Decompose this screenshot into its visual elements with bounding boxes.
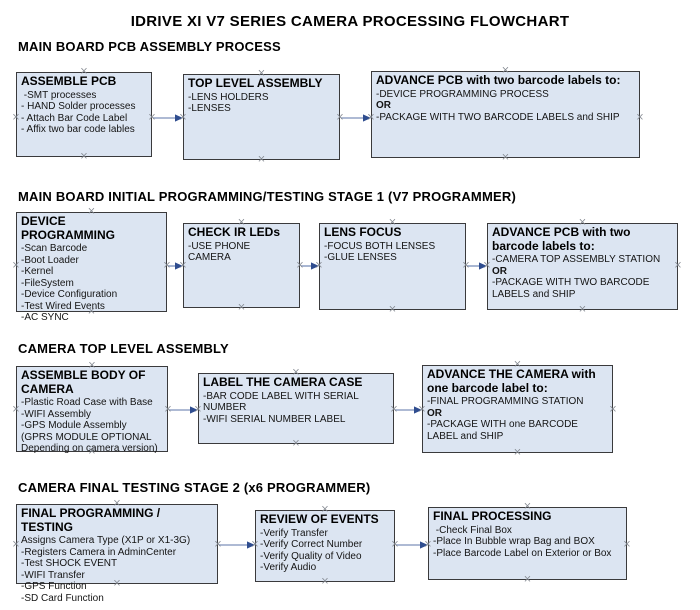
box-line: -Check Final Box bbox=[433, 524, 512, 536]
box-line: Assigns Camera Type (X1P or X1-3G) bbox=[21, 535, 191, 546]
box-line: - HAND Solder processes bbox=[21, 101, 136, 112]
box-line: -Registers Camera in AdminCenter bbox=[21, 546, 177, 558]
box-title: REVIEW OF EVENTS bbox=[260, 512, 379, 526]
box-title: DEVICE PROGRAMMING bbox=[21, 214, 115, 242]
box-line: -DEVICE PROGRAMMING PROCESS bbox=[376, 88, 549, 100]
box-line: -AC SYNC bbox=[21, 312, 69, 323]
section-heading-main-board-pcb-assembly-process: MAIN BOARD PCB ASSEMBLY PROCESS bbox=[18, 39, 281, 54]
flow-box-assemble-pcb: ASSEMBLE PCB -SMT processes- HAND Solder… bbox=[16, 72, 152, 157]
flow-box-review-of-events: REVIEW OF EVENTS-Verify Transfer-Verify … bbox=[255, 510, 395, 582]
box-title: FINAL PROCESSING bbox=[433, 509, 552, 523]
box-line: -Plastic Road Case with Base bbox=[21, 397, 153, 408]
flow-box-label-the-camera-case: LABEL THE CAMERA CASE-BAR CODE LABEL WIT… bbox=[198, 373, 394, 444]
box-title: LENS FOCUS bbox=[324, 225, 402, 239]
section-heading-camera-top-level-assembly: CAMERA TOP LEVEL ASSEMBLY bbox=[18, 341, 229, 356]
box-line: -Place In Bubble wrap Bag and BOX bbox=[433, 536, 595, 547]
box-line: -CAMERA TOP ASSEMBLY STATION bbox=[492, 254, 661, 265]
box-title: CHECK IR LEDs bbox=[188, 225, 281, 239]
box-title: ASSEMBLE PCB bbox=[21, 74, 117, 88]
box-line: -FINAL PROGRAMMING STATION bbox=[427, 396, 584, 407]
box-line: -Verify Correct Number bbox=[260, 539, 363, 550]
box-line: -Place Barcode Label on Exterior or Box bbox=[433, 547, 612, 559]
flow-arrow bbox=[169, 406, 198, 414]
box-title: ADVANCE PCB with two barcode labels to: bbox=[376, 73, 621, 87]
flow-box-advance-pcb-with-two-barcode-labels-to: ADVANCE PCB with two barcode labels to:-… bbox=[371, 71, 640, 158]
box-line: -PACKAGE WITH one BARCODE LABEL and SHIP bbox=[427, 419, 581, 442]
box-line: - Affix two bar code lables bbox=[21, 124, 135, 135]
box-line: -LENSES bbox=[188, 103, 231, 114]
box-title: ADVANCE THE CAMERA with one barcode labe… bbox=[427, 367, 596, 395]
box-line: -SD Card Function bbox=[21, 592, 104, 604]
flow-box-final-processing: FINAL PROCESSING -Check Final Box-Place … bbox=[428, 507, 627, 580]
flow-box-assemble-body-of-camera: ASSEMBLE BODY OF CAMERA-Plastic Road Cas… bbox=[16, 366, 168, 454]
box-line: -Boot Loader bbox=[21, 254, 79, 266]
flow-box-advance-pcb-with-two-barcode-labels-to: ADVANCE PCB with two barcode labels to:-… bbox=[487, 223, 678, 310]
box-title: TOP LEVEL ASSEMBLY bbox=[188, 76, 323, 90]
box-line: -Verify Audio bbox=[260, 562, 317, 573]
page-title: IDRIVE XI V7 SERIES CAMERA PROCESSING FL… bbox=[130, 13, 570, 30]
box-line: -USE PHONE CAMERA bbox=[188, 240, 254, 264]
box-title: FINAL PROGRAMMING / TESTING bbox=[21, 506, 161, 534]
box-line: -Verify Transfer bbox=[260, 527, 328, 539]
box-line: -FOCUS BOTH LENSES bbox=[324, 240, 436, 252]
box-line: -Kernel bbox=[21, 266, 54, 277]
box-title: LABEL THE CAMERA CASE bbox=[203, 375, 363, 389]
box-line: -GPS Function bbox=[21, 581, 87, 592]
box-line: -GPS Module Assembly bbox=[21, 420, 127, 431]
box-line: - Attach Bar Code Label bbox=[21, 112, 128, 124]
box-line: -Scan Barcode bbox=[21, 243, 88, 254]
box-line: -WIFI Assembly bbox=[21, 408, 92, 420]
box-line: OR bbox=[376, 100, 391, 111]
flow-arrow bbox=[301, 262, 319, 270]
box-line: OR bbox=[427, 407, 442, 419]
box-line: -LENS HOLDERS bbox=[188, 91, 269, 103]
box-line: -FileSystem bbox=[21, 277, 74, 289]
flow-arrow bbox=[467, 262, 487, 270]
flow-arrow bbox=[395, 406, 422, 414]
flow-box-lens-focus: LENS FOCUS-FOCUS BOTH LENSES-GLUE LENSES bbox=[319, 223, 466, 310]
box-line: -PACKAGE WITH TWO BARCODE LABELS and SHI… bbox=[376, 111, 620, 123]
box-line: -Test SHOCK EVENT bbox=[21, 558, 118, 569]
box-line: -SMT processes bbox=[21, 89, 97, 101]
section-heading-main-board-initial-programming-testing-s: MAIN BOARD INITIAL PROGRAMMING/TESTING S… bbox=[18, 189, 516, 204]
flow-arrow bbox=[168, 262, 183, 270]
flow-box-top-level-assembly: TOP LEVEL ASSEMBLY-LENS HOLDERS-LENSES bbox=[183, 74, 340, 160]
flow-arrow bbox=[396, 541, 428, 549]
section-heading-camera-final-testing-stage-2-x6-programm: CAMERA FINAL TESTING STAGE 2 (x6 PROGRAM… bbox=[18, 480, 371, 495]
box-line: -Device Configuration bbox=[21, 289, 118, 300]
box-line: -Verify Quality of Video bbox=[260, 550, 362, 562]
flow-arrow bbox=[341, 114, 371, 122]
box-line: (GPRS MODULE OPTIONAL bbox=[21, 431, 152, 443]
box-title: ADVANCE PCB with two barcode labels to: bbox=[492, 225, 631, 253]
flow-arrow bbox=[153, 114, 183, 122]
box-line: Depending on camera version) bbox=[21, 443, 158, 454]
box-line: -WIFI SERIAL NUMBER LABEL bbox=[203, 413, 346, 425]
flow-box-check-ir-leds: CHECK IR LEDs-USE PHONE CAMERA bbox=[183, 223, 300, 308]
box-line: -BAR CODE LABEL WITH SERIAL NUMBER bbox=[203, 390, 362, 414]
flow-box-device-programming: DEVICE PROGRAMMING-Scan Barcode-Boot Loa… bbox=[16, 212, 167, 323]
box-line: -PACKAGE WITH TWO BARCODE LABELS and SHI… bbox=[492, 277, 653, 300]
flow-box-advance-the-camera-with-one-barcode-labe: ADVANCE THE CAMERA with one barcode labe… bbox=[422, 365, 613, 453]
box-line: -Test Wired Events bbox=[21, 300, 105, 312]
box-line: -WIFI Transfer bbox=[21, 569, 85, 581]
box-line: -GLUE LENSES bbox=[324, 252, 397, 263]
box-title: ASSEMBLE BODY OF CAMERA bbox=[21, 368, 146, 396]
flow-arrow bbox=[219, 541, 255, 549]
box-line: OR bbox=[492, 265, 507, 277]
